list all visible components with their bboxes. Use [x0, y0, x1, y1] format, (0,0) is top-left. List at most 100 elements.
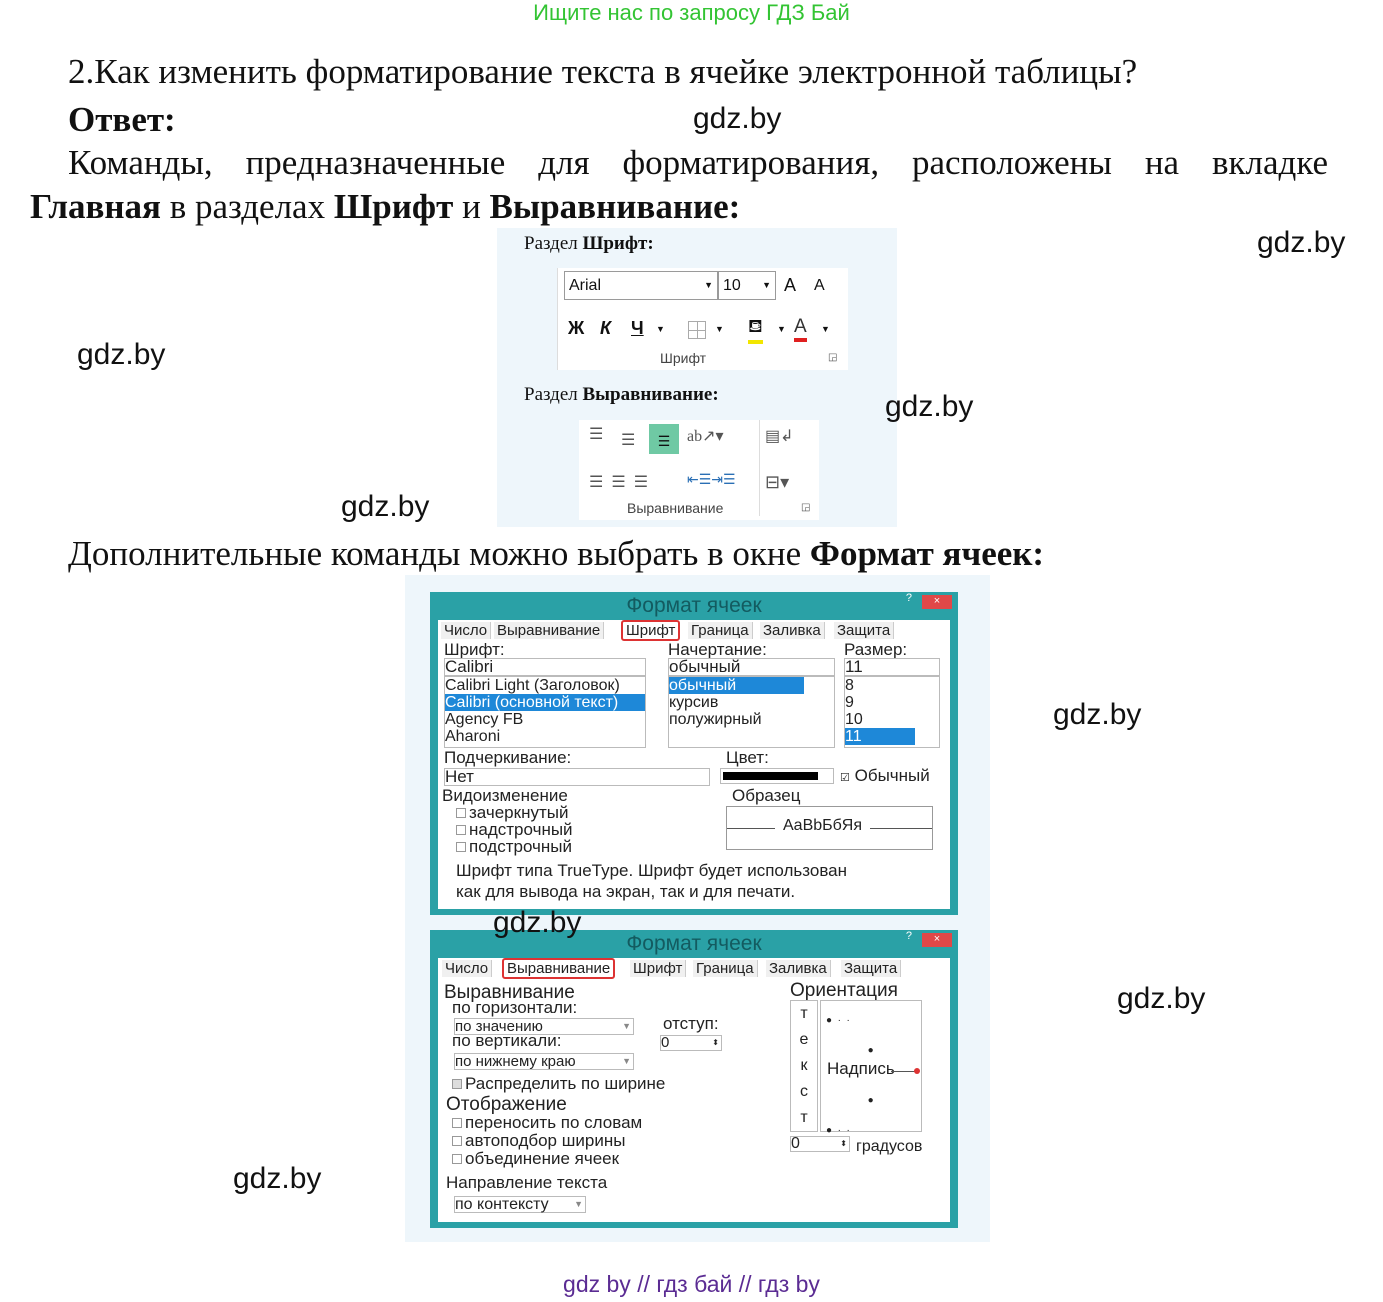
underline-button[interactable]: Ч [631, 318, 644, 338]
chevron-down-icon: ▼ [622, 1056, 631, 1066]
letter: т [800, 1005, 808, 1022]
shrink-to-fit-checkbox[interactable]: автоподбор ширины [452, 1132, 642, 1150]
align-top-icon[interactable]: ☰ [589, 426, 604, 443]
normal-font-checkbox[interactable]: ☑ Обычный [840, 766, 930, 786]
tab-border[interactable]: Граница [693, 960, 758, 977]
tab-protection[interactable]: Защита [834, 622, 895, 639]
tab-fill[interactable]: Заливка [766, 960, 831, 977]
dialog-launcher-icon[interactable]: ◲ [801, 502, 811, 513]
text: Дополнительные команды можно выбрать в о… [68, 534, 810, 573]
style-input[interactable]: обычный [668, 658, 835, 676]
font-list[interactable]: Calibri Light (Заголовок) Calibri (основ… [444, 676, 646, 748]
list-item[interactable]: 9 [845, 694, 854, 711]
tab-alignment[interactable]: Выравнивание [502, 958, 616, 979]
list-item-selected[interactable]: 11 [845, 728, 915, 745]
close-icon[interactable]: × [922, 933, 952, 947]
bold-align: Выравнивание: [489, 187, 741, 226]
dialog-launcher-icon[interactable]: ◲ [828, 352, 838, 363]
chevron-down-icon[interactable]: ▼ [777, 324, 786, 334]
size-list[interactable]: 8 9 10 11 [844, 676, 940, 748]
list-item[interactable]: полужирный [669, 711, 762, 728]
dial-handle[interactable] [914, 1068, 920, 1074]
caption-bold: Шрифт: [582, 233, 654, 254]
tab-protection[interactable]: Защита [841, 960, 902, 977]
direction-select[interactable]: по контексту▼ [454, 1196, 586, 1213]
spinner-arrows-icon: ⬍ [712, 1038, 719, 1047]
grow-font-icon[interactable]: A [784, 275, 797, 295]
font-size-combo[interactable]: 10▼ [718, 271, 776, 300]
font-name-combo[interactable]: Arial▼ [564, 271, 718, 300]
fill-color-icon[interactable]: ⛾ [748, 316, 763, 344]
divider [759, 420, 760, 516]
dial-needle[interactable] [891, 1071, 915, 1072]
degrees-spinner[interactable]: 0⬍ [790, 1136, 850, 1152]
align-section-caption: Раздел Выравнивание: [524, 384, 719, 406]
color-label: Цвет: [726, 748, 769, 767]
tab-fill[interactable]: Заливка [760, 622, 825, 639]
checkbox-label: автоподбор ширины [465, 1131, 626, 1150]
superscript-checkbox[interactable]: надстрочный [456, 821, 573, 838]
shrink-font-icon[interactable]: A [814, 277, 825, 294]
bold-button[interactable]: Ж [568, 318, 585, 338]
italic-button[interactable]: К [600, 318, 612, 338]
merge-cells-checkbox[interactable]: объединение ячеек [452, 1150, 642, 1168]
list-item-selected[interactable]: обычный [669, 677, 804, 694]
chevron-down-icon[interactable]: ▼ [656, 324, 665, 334]
tab-alignment[interactable]: Выравнивание [494, 622, 605, 639]
align-middle-icon[interactable]: ☰ [621, 432, 636, 449]
help-icon[interactable]: ? [905, 592, 912, 604]
tab-number[interactable]: Число [442, 960, 493, 977]
list-item[interactable]: 8 [845, 677, 854, 694]
close-icon[interactable]: × [922, 595, 952, 609]
truetype-note: Шрифт типа TrueType. Шрифт будет использ… [456, 860, 847, 902]
tab-number[interactable]: Число [441, 622, 492, 639]
align-group: ☰ ☰ ☰ ab↗▾ ☰☰☰ ⇤☰⇥☰ ▤↲ ⊟▾ Выравнивание ◲ [579, 420, 819, 520]
answer-label: Ответ: [68, 100, 176, 139]
list-item-selected[interactable]: Calibri (основной текст) [445, 694, 645, 711]
chevron-down-icon[interactable]: ▼ [715, 324, 724, 334]
font-color-icon[interactable]: A [794, 316, 807, 342]
note-line: Шрифт типа TrueType. Шрифт будет использ… [456, 861, 848, 880]
help-icon[interactable]: ? [905, 930, 912, 942]
indent-icons[interactable]: ⇤☰⇥☰ [687, 473, 736, 488]
list-item[interactable]: 10 [845, 711, 863, 728]
align-bottom-icon[interactable]: ☰ [649, 424, 679, 454]
color-select[interactable] [720, 768, 834, 784]
indent-spinner[interactable]: 0⬍ [660, 1035, 722, 1051]
list-item[interactable]: Agency FB [445, 711, 524, 728]
horizontal-label: по горизонтали: [452, 998, 578, 1017]
tab-border[interactable]: Граница [688, 622, 753, 639]
font-name: Arial [569, 277, 602, 294]
borders-icon[interactable] [688, 321, 706, 339]
checkbox-label: переносить по словам [465, 1113, 643, 1132]
tab-font[interactable]: Шрифт [621, 620, 681, 641]
subscript-checkbox[interactable]: подстрочный [456, 838, 573, 855]
font-label: Шрифт: [444, 640, 505, 659]
font-input[interactable]: Calibri [444, 658, 646, 676]
wrap-text-icon[interactable]: ▤↲ [765, 428, 794, 445]
merge-cells-icon[interactable]: ⊟▾ [765, 472, 790, 492]
horizontal-select[interactable]: по значению▼ [454, 1018, 634, 1035]
list-item[interactable]: курсив [669, 694, 719, 711]
chevron-down-icon[interactable]: ▼ [821, 324, 830, 334]
caption: Раздел [524, 384, 583, 405]
vertical-text-button[interactable]: т е к с т [790, 1000, 818, 1132]
style-list[interactable]: обычный курсив полужирный [668, 676, 835, 748]
size-input[interactable]: 11 [844, 658, 940, 676]
strikethrough-checkbox[interactable]: зачеркнутый [456, 804, 573, 821]
effects-label: Видоизменение [442, 786, 568, 805]
size-label: Размер: [844, 640, 908, 659]
dialog-title: Формат ячеек [626, 594, 762, 617]
list-item[interactable]: Aharoni [445, 728, 501, 745]
list-item[interactable]: Calibri Light (Заголовок) [445, 677, 620, 694]
watermark: gdz.by [885, 390, 974, 423]
underline-select[interactable]: Нет [444, 768, 710, 786]
wrap-text-checkbox[interactable]: переносить по словам [452, 1114, 642, 1132]
align-left-center-right-icons[interactable]: ☰☰☰ [589, 474, 657, 491]
vertical-select[interactable]: по нижнему краю▼ [454, 1053, 634, 1070]
tab-font[interactable]: Шрифт [630, 960, 687, 977]
orientation-icon[interactable]: ab↗▾ [687, 428, 724, 445]
underline-label: Подчеркивание: [444, 748, 572, 767]
orientation-dial[interactable]: Надпись ● · · ● ●● · · [820, 1000, 922, 1136]
distribute-checkbox[interactable]: Распределить по ширине [452, 1074, 665, 1094]
